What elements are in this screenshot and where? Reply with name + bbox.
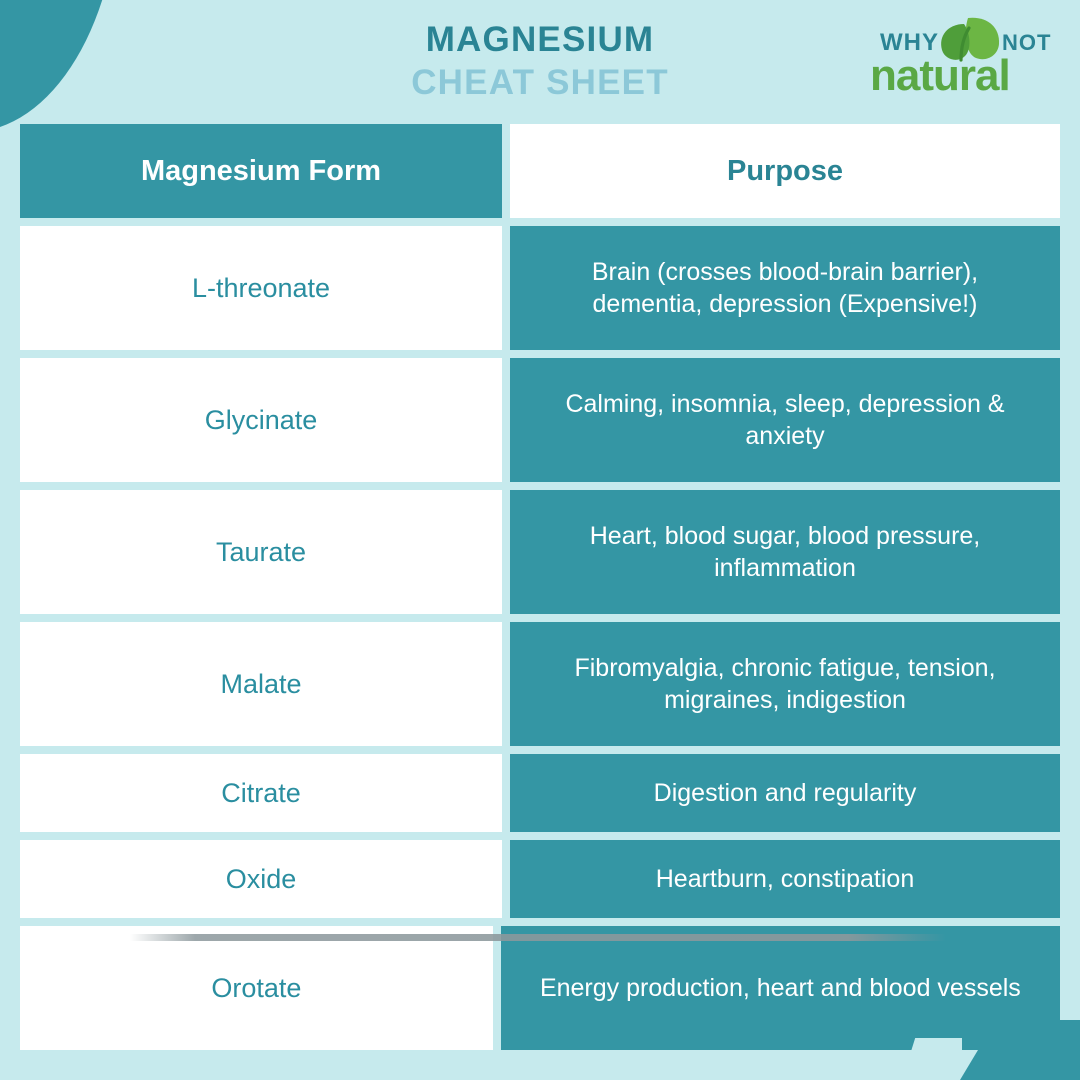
cell-form: Malate [20, 622, 502, 746]
cell-purpose: Calming, insomnia, sleep, depression & a… [510, 358, 1060, 482]
column-header-form: Magnesium Form [20, 124, 502, 218]
cell-purpose: Brain (crosses blood-brain barrier), dem… [510, 226, 1060, 350]
magnesium-table: Magnesium Form Purpose L-threonate Brain… [20, 124, 1060, 1058]
cell-purpose: Heartburn, constipation [510, 840, 1060, 918]
cell-form: Taurate [20, 490, 502, 614]
table-header-row: Magnesium Form Purpose [20, 124, 1060, 218]
table-row: Malate Fibromyalgia, chronic fatigue, te… [20, 622, 1060, 746]
brand-logo[interactable]: WHY NOT natural [860, 10, 1060, 98]
table-row: Orotate Energy production, heart and blo… [20, 926, 1060, 1050]
cell-form: Citrate [20, 754, 502, 832]
cell-form: L-threonate [20, 226, 502, 350]
table-row: Citrate Digestion and regularity [20, 754, 1060, 832]
column-gap [502, 490, 510, 614]
column-gap [502, 124, 510, 218]
svg-text:NOT: NOT [1002, 30, 1051, 55]
column-header-purpose: Purpose [510, 124, 1060, 218]
cell-form: Oxide [20, 840, 502, 918]
table-row: Taurate Heart, blood sugar, blood pressu… [20, 490, 1060, 614]
table-row: L-threonate Brain (crosses blood-brain b… [20, 226, 1060, 350]
cell-purpose: Heart, blood sugar, blood pressure, infl… [510, 490, 1060, 614]
column-gap [493, 926, 501, 1050]
table-row: Glycinate Calming, insomnia, sleep, depr… [20, 358, 1060, 482]
column-gap [502, 840, 510, 918]
leaf-icon [941, 17, 1000, 62]
column-gap [502, 226, 510, 350]
cell-purpose: Fibromyalgia, chronic fatigue, tension, … [510, 622, 1060, 746]
cell-purpose: Digestion and regularity [510, 754, 1060, 832]
column-gap [502, 358, 510, 482]
svg-text:natural: natural [870, 51, 1010, 98]
column-gap [502, 754, 510, 832]
column-gap [502, 622, 510, 746]
cell-form: Glycinate [20, 358, 502, 482]
table-row: Oxide Heartburn, constipation [20, 840, 1060, 918]
cell-form: Orotate [20, 926, 493, 1050]
svg-text:WHY: WHY [880, 29, 939, 56]
cell-purpose: Energy production, heart and blood vesse… [500, 926, 1060, 1050]
header: MAGNESIUM CHEAT SHEET WHY NOT natural [0, 0, 1080, 120]
